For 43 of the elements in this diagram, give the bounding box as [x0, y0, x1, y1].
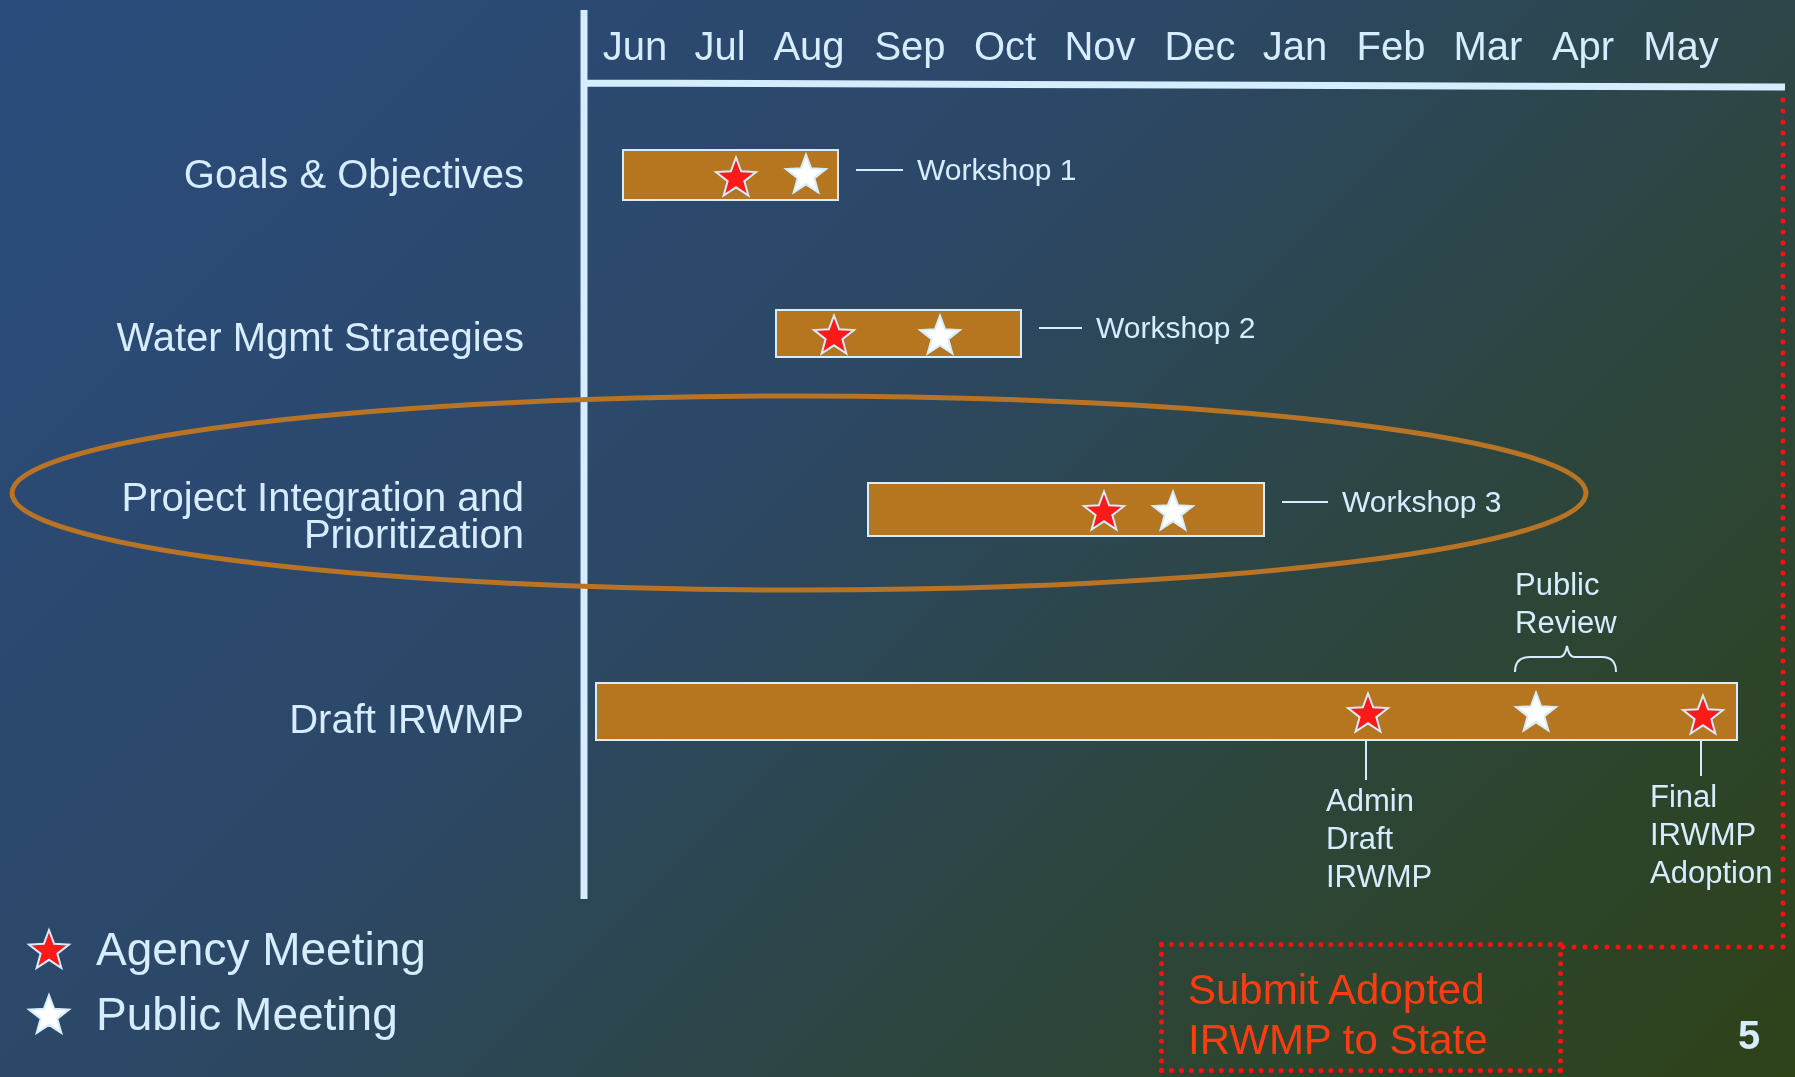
month-label: Mar — [1453, 23, 1523, 69]
month-label: May — [1643, 23, 1719, 69]
month-label: Jul — [694, 23, 746, 69]
agency-meeting-star-icon — [811, 312, 857, 358]
schedule-bar — [775, 309, 1022, 358]
agency-meeting-star-icon — [713, 154, 759, 200]
schedule-bar — [622, 149, 839, 201]
schedule-bar — [867, 482, 1265, 537]
row-label: Project Integration and Prioritization — [120, 479, 524, 553]
page-number: 5 — [1738, 1012, 1761, 1058]
leader-line — [1281, 501, 1329, 503]
month-label: Aug — [773, 23, 845, 69]
workshop-label: Workshop 1 — [917, 152, 1078, 188]
month-label: Apr — [1551, 23, 1615, 69]
agency-meeting-star-icon — [1345, 690, 1391, 736]
callout-text: Submit Adopted IRWMP to State — [1187, 965, 1489, 1066]
annotation-text: Public Review — [1515, 566, 1618, 642]
row-label: Goals & Objectives — [183, 151, 524, 197]
public-meeting-star-icon — [1513, 689, 1559, 735]
month-label: Dec — [1164, 23, 1236, 69]
month-label: Nov — [1064, 23, 1136, 69]
legend-label: Agency Meeting — [96, 922, 426, 976]
month-label: Sep — [874, 23, 946, 69]
month-label: Jan — [1262, 23, 1328, 69]
month-label: Feb — [1356, 23, 1426, 69]
row-label: Water Mgmt Strategies — [116, 314, 524, 360]
public-meeting-star-icon — [917, 312, 963, 358]
leader-line — [855, 169, 904, 171]
milestone-label: Final IRWMP Adoption — [1650, 778, 1774, 892]
legend-label: Public Meeting — [96, 987, 398, 1041]
agency-meeting-star-icon — [1081, 488, 1127, 534]
month-label: Jun — [602, 23, 668, 69]
workshop-label: Workshop 2 — [1096, 310, 1257, 346]
month-label: Oct — [973, 23, 1037, 69]
agency-meeting-star-icon — [1680, 692, 1726, 738]
row-label: Draft IRWMP — [289, 696, 524, 742]
milestone-label: Admin Draft IRWMP — [1326, 782, 1434, 896]
workshop-label: Workshop 3 — [1342, 484, 1503, 520]
schedule-bar — [595, 682, 1738, 741]
public-meeting-star-icon — [783, 151, 829, 197]
public-meeting-star-icon — [1150, 488, 1196, 534]
leader-line — [1038, 327, 1083, 329]
callout-box — [1159, 942, 1563, 1073]
